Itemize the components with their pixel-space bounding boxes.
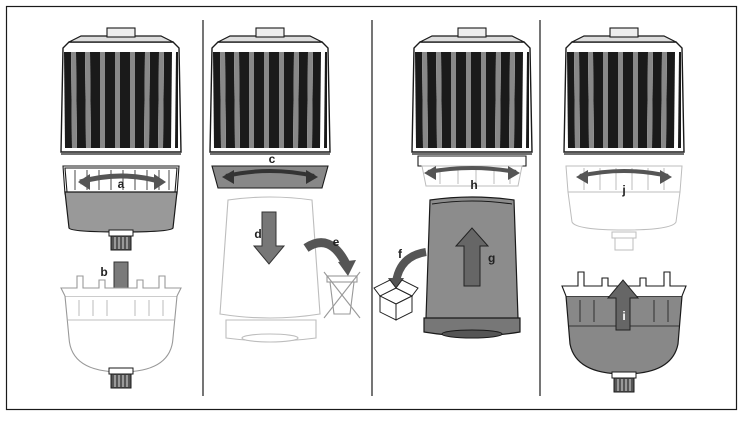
- label-c: c: [269, 152, 276, 166]
- label-h: h: [470, 178, 477, 192]
- arrow-d: [252, 211, 286, 265]
- outer-frame: [5, 5, 738, 411]
- panel-2-discard-filter: c d e: [209, 27, 361, 343]
- filter-cap-1: [60, 27, 182, 155]
- holder-dark: [561, 271, 687, 375]
- label-d: d: [254, 227, 261, 241]
- panel-1-remove-filter: a b: [60, 27, 182, 389]
- filter-cap-4: [563, 27, 685, 155]
- rotate-arrow-c: [225, 169, 315, 178]
- label-e: e: [333, 235, 340, 249]
- panel-4-reattach-holder: j i: [561, 27, 687, 393]
- rotate-arrow-j: [579, 169, 669, 178]
- holder-1: [60, 275, 182, 373]
- label-b: b: [100, 265, 107, 279]
- label-g: g: [488, 251, 495, 265]
- arrow-i: [606, 279, 640, 331]
- label-f: f: [398, 247, 403, 261]
- filter-cap-3: [411, 27, 533, 155]
- label-i: i: [622, 309, 625, 323]
- panel-3-insert-new-filter: h g f: [373, 27, 533, 339]
- filter-cap-2: [209, 27, 331, 155]
- arrow-f: [392, 248, 427, 283]
- recycle-bin-crossed-icon: [323, 271, 361, 319]
- rotate-arrow-h: [427, 166, 517, 174]
- cardboard-box-icon: [373, 279, 419, 321]
- label-a: a: [118, 177, 125, 191]
- label-j: j: [621, 183, 625, 197]
- arrow-g: [454, 227, 490, 287]
- arrow-e: [303, 238, 351, 267]
